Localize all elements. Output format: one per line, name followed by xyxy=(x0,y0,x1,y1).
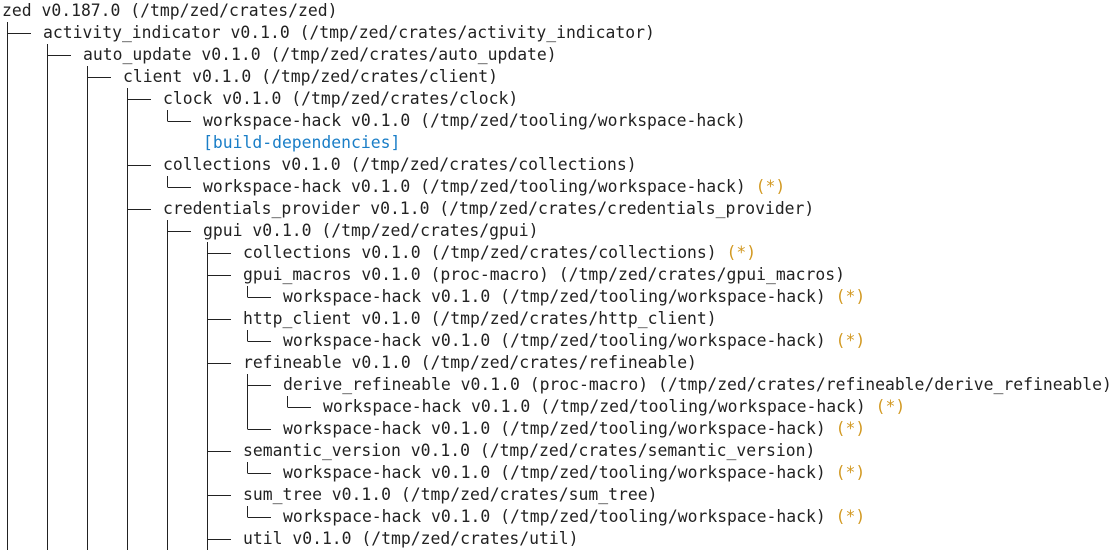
crate-label: workspace-hack v0.1.0 (/tmp/zed/tooling/… xyxy=(323,397,866,416)
tree-branch-last xyxy=(247,506,271,518)
tree-vertical-guide xyxy=(47,44,48,550)
tree-branch xyxy=(207,319,231,320)
tree-line: client v0.1.0 (/tmp/zed/crates/client) xyxy=(0,66,498,88)
crate-label: workspace-hack v0.1.0 (/tmp/zed/tooling/… xyxy=(283,507,826,526)
crate-label: workspace-hack v0.1.0 (/tmp/zed/tooling/… xyxy=(283,419,826,438)
tree-branch-last xyxy=(167,110,191,122)
tree-branch xyxy=(127,99,151,100)
tree-line: workspace-hack v0.1.0 (/tmp/zed/tooling/… xyxy=(0,330,865,352)
tree-branch xyxy=(47,55,71,56)
tree-vertical-guide xyxy=(87,66,88,550)
crate-label: workspace-hack v0.1.0 (/tmp/zed/tooling/… xyxy=(283,287,826,306)
tree-line: zed v0.187.0 (/tmp/zed/crates/zed) xyxy=(0,0,338,22)
tree-line: auto_update v0.1.0 (/tmp/zed/crates/auto… xyxy=(0,44,557,66)
tree-vertical-guide xyxy=(247,374,248,418)
tree-line: derive_refineable v0.1.0 (proc-macro) (/… xyxy=(0,374,1112,396)
crate-label: activity_indicator v0.1.0 (/tmp/zed/crat… xyxy=(43,23,655,42)
crate-label: semantic_version v0.1.0 (/tmp/zed/crates… xyxy=(243,441,816,460)
tree-line: refineable v0.1.0 (/tmp/zed/crates/refin… xyxy=(0,352,697,374)
tree-line: workspace-hack v0.1.0 (/tmp/zed/tooling/… xyxy=(0,176,785,198)
tree-line: workspace-hack v0.1.0 (/tmp/zed/tooling/… xyxy=(0,110,746,132)
section-header-line: [build-dependencies] xyxy=(0,132,400,154)
crate-label: gpui_macros v0.1.0 (proc-macro) (/tmp/ze… xyxy=(243,265,845,284)
tree-branch-last xyxy=(247,286,271,298)
crate-label: gpui v0.1.0 (/tmp/zed/crates/gpui) xyxy=(203,221,539,240)
tree-branch-last xyxy=(247,462,271,474)
tree-branch-last xyxy=(247,418,271,430)
deduplicated-marker: (*) xyxy=(726,243,757,262)
deduplicated-marker: (*) xyxy=(835,331,866,350)
crate-label: collections v0.1.0 (/tmp/zed/crates/coll… xyxy=(243,243,717,262)
tree-branch xyxy=(207,275,231,276)
tree-branch xyxy=(207,253,231,254)
crate-label: workspace-hack v0.1.0 (/tmp/zed/tooling/… xyxy=(283,463,826,482)
tree-branch-last xyxy=(167,176,191,188)
tree-branch xyxy=(247,385,271,386)
crate-label: workspace-hack v0.1.0 (/tmp/zed/tooling/… xyxy=(203,111,746,130)
tree-line: activity_indicator v0.1.0 (/tmp/zed/crat… xyxy=(0,22,655,44)
crate-label: derive_refineable v0.1.0 (proc-macro) (/… xyxy=(283,375,1112,394)
tree-branch xyxy=(127,165,151,166)
tree-line: collections v0.1.0 (/tmp/zed/crates/coll… xyxy=(0,242,756,264)
tree-line: credentials_provider v0.1.0 (/tmp/zed/cr… xyxy=(0,198,814,220)
tree-branch xyxy=(207,451,231,452)
tree-line: workspace-hack v0.1.0 (/tmp/zed/tooling/… xyxy=(0,462,865,484)
tree-branch xyxy=(207,363,231,364)
crate-label: auto_update v0.1.0 (/tmp/zed/crates/auto… xyxy=(83,45,557,64)
tree-branch xyxy=(167,231,191,232)
crate-label: http_client v0.1.0 (/tmp/zed/crates/http… xyxy=(243,309,717,328)
tree-branch xyxy=(7,33,31,34)
tree-line: gpui v0.1.0 (/tmp/zed/crates/gpui) xyxy=(0,220,539,242)
tree-vertical-guide xyxy=(7,22,8,550)
tree-branch xyxy=(207,539,231,540)
crate-label: collections v0.1.0 (/tmp/zed/crates/coll… xyxy=(163,155,637,174)
tree-vertical-guide xyxy=(167,220,168,550)
tree-branch-last xyxy=(287,396,311,408)
deduplicated-marker: (*) xyxy=(835,463,866,482)
tree-line: workspace-hack v0.1.0 (/tmp/zed/tooling/… xyxy=(0,396,905,418)
crate-label: workspace-hack v0.1.0 (/tmp/zed/tooling/… xyxy=(283,331,826,350)
crate-label: workspace-hack v0.1.0 (/tmp/zed/tooling/… xyxy=(203,177,746,196)
tree-branch xyxy=(127,209,151,210)
tree-line: util v0.1.0 (/tmp/zed/crates/util) xyxy=(0,528,579,550)
tree-vertical-guide xyxy=(207,242,208,550)
tree-vertical-guide xyxy=(127,88,128,550)
crate-label: zed v0.187.0 (/tmp/zed/crates/zed) xyxy=(2,1,338,20)
deduplicated-marker: (*) xyxy=(835,507,866,526)
tree-line: semantic_version v0.1.0 (/tmp/zed/crates… xyxy=(0,440,815,462)
crate-label: client v0.1.0 (/tmp/zed/crates/client) xyxy=(123,67,498,86)
crate-label: refineable v0.1.0 (/tmp/zed/crates/refin… xyxy=(243,353,697,372)
crate-label: sum_tree v0.1.0 (/tmp/zed/crates/sum_tre… xyxy=(243,485,658,504)
crate-label: clock v0.1.0 (/tmp/zed/crates/clock) xyxy=(163,89,519,108)
tree-branch xyxy=(207,495,231,496)
deduplicated-marker: (*) xyxy=(755,177,786,196)
tree-line: workspace-hack v0.1.0 (/tmp/zed/tooling/… xyxy=(0,286,865,308)
tree-branch xyxy=(87,77,111,78)
tree-line: http_client v0.1.0 (/tmp/zed/crates/http… xyxy=(0,308,717,330)
tree-line: collections v0.1.0 (/tmp/zed/crates/coll… xyxy=(0,154,637,176)
deduplicated-marker: (*) xyxy=(835,287,866,306)
tree-branch-last xyxy=(247,330,271,342)
deduplicated-marker: (*) xyxy=(875,397,906,416)
build-dependencies-label: [build-dependencies] xyxy=(203,133,401,152)
tree-line: workspace-hack v0.1.0 (/tmp/zed/tooling/… xyxy=(0,418,865,440)
deduplicated-marker: (*) xyxy=(835,419,866,438)
tree-line: clock v0.1.0 (/tmp/zed/crates/clock) xyxy=(0,88,518,110)
tree-line: sum_tree v0.1.0 (/tmp/zed/crates/sum_tre… xyxy=(0,484,657,506)
tree-line: workspace-hack v0.1.0 (/tmp/zed/tooling/… xyxy=(0,506,865,528)
crate-label: credentials_provider v0.1.0 (/tmp/zed/cr… xyxy=(163,199,815,218)
tree-line: gpui_macros v0.1.0 (proc-macro) (/tmp/ze… xyxy=(0,264,845,286)
crate-label: util v0.1.0 (/tmp/zed/crates/util) xyxy=(243,529,579,548)
